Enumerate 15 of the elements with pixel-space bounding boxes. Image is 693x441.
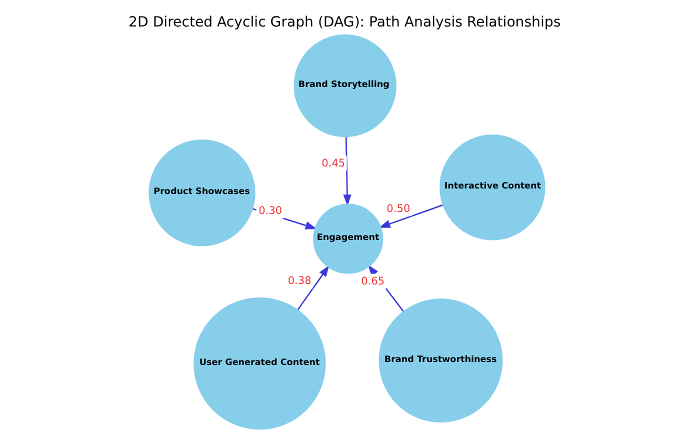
edge-label: 0.45 (321, 157, 345, 170)
node-circle: Engagement (312, 204, 383, 274)
node-circle: Brand Storytelling (293, 34, 396, 138)
arrow (378, 204, 442, 228)
edge-label: 0.50 (386, 202, 410, 215)
arrow (296, 265, 329, 310)
edge-label: 0.30 (258, 205, 282, 218)
edge-label: 0.65 (360, 275, 384, 288)
arrow (342, 137, 351, 206)
edge-label: 0.38 (287, 275, 311, 288)
node-circle: Interactive Content (439, 134, 545, 240)
diagram-title: 2D Directed Acyclic Graph (DAG): Path Analysis Relationships (128, 14, 560, 31)
node-circle: Brand Trustworthiness (378, 298, 502, 423)
node-circle: Product Showcases (148, 140, 255, 246)
node-circle: User Generated Content (193, 297, 326, 430)
